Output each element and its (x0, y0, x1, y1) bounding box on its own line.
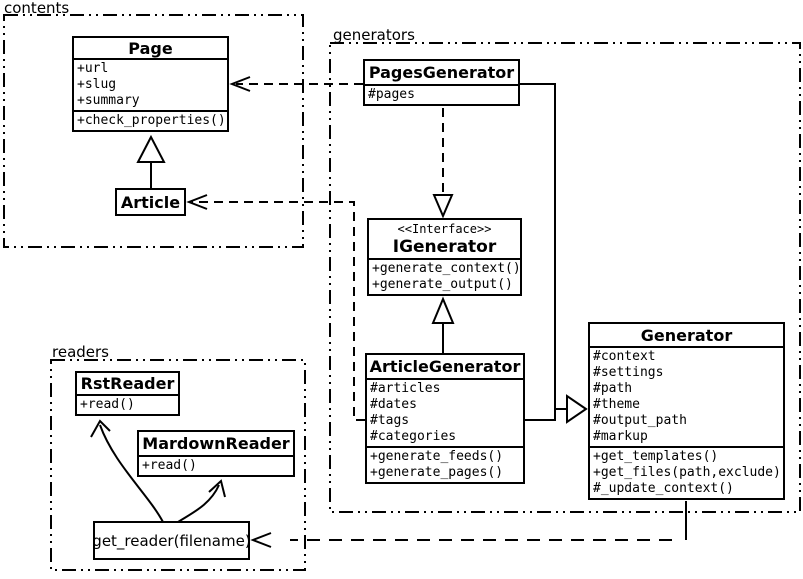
articlegenerator-methods: +generate_feeds() +generate_pages() (367, 448, 523, 482)
method: +generate_pages() (370, 465, 504, 480)
edge-generator-to-getreader-dependency (250, 501, 687, 548)
attribute: #context (593, 349, 656, 364)
generator-methods: +get_templates() +get_files(path,exclude… (590, 448, 783, 498)
attribute: #markup (593, 429, 648, 444)
edge-getreader-to-rstreader (90, 419, 164, 523)
class-box-page: Page +url +slug +summary +check_properti… (72, 36, 229, 132)
class-title-page: Page (74, 38, 227, 60)
articlegenerator-attributes: #articles #dates #tags #categories (367, 380, 523, 448)
package-generators-border (329, 42, 801, 513)
attribute: #output_path (593, 413, 687, 428)
package-readers-border (50, 359, 306, 571)
method: #_update_context() (593, 481, 734, 496)
class-title-mardownreader: MardownReader (139, 432, 293, 457)
method: +generate_feeds() (370, 449, 504, 464)
class-title-rstreader: RstReader (77, 373, 178, 396)
function-box-get-reader: get_reader(filename) (92, 521, 251, 560)
attribute: +url (77, 61, 109, 76)
method: +generate_context() (372, 261, 521, 276)
attribute: +slug (77, 77, 117, 92)
class-title-igenerator: IGenerator (392, 236, 497, 257)
class-box-mardownreader: MardownReader +read() (137, 430, 295, 477)
class-box-article: Article (115, 188, 186, 216)
page-attributes: +url +slug +summary (74, 60, 227, 112)
generator-attributes: #context #settings #path #theme #output_… (590, 348, 783, 448)
attribute: #tags (370, 413, 410, 428)
method: +get_files(path,exclude) (593, 465, 781, 480)
class-box-igenerator: <<Interface>> IGenerator +generate_conte… (367, 218, 522, 296)
method: +get_templates() (593, 449, 719, 464)
class-title-article: Article (120, 192, 181, 212)
method: +generate_output() (372, 277, 513, 292)
igenerator-header: <<Interface>> IGenerator (369, 220, 520, 260)
edge-getreader-to-mardownreader (177, 479, 226, 523)
class-title-generator: Generator (590, 324, 783, 348)
attribute: #articles (370, 381, 441, 396)
edge-articlegenerator-to-igenerator-generalization (431, 296, 455, 353)
page-methods: +check_properties() (74, 112, 227, 130)
attribute: #theme (593, 397, 640, 412)
attribute: #pages (368, 87, 415, 102)
attribute: #categories (370, 429, 457, 444)
class-title-articlegenerator: ArticleGenerator (367, 355, 523, 380)
igenerator-methods: +generate_context() +generate_output() (369, 260, 521, 294)
attribute: #path (593, 381, 633, 396)
edge-article-to-page-generalization (136, 134, 166, 188)
pagesgenerator-attributes: #pages (365, 86, 518, 104)
attribute: #dates (370, 397, 417, 412)
package-contents-border (3, 14, 304, 248)
interface-stereotype: <<Interface>> (397, 221, 492, 236)
class-box-rstreader: RstReader +read() (75, 371, 180, 416)
package-label-contents: contents (4, 0, 70, 17)
method: +read() (142, 458, 197, 473)
class-box-pagesgenerator: PagesGenerator #pages (363, 59, 520, 106)
edge-articlegenerator-to-article-dependency (186, 194, 365, 421)
method: +check_properties() (77, 113, 226, 128)
class-box-articlegenerator: ArticleGenerator #articles #dates #tags … (365, 353, 525, 484)
edge-pagesgenerator-to-page-dependency (229, 76, 363, 92)
class-box-generator: Generator #context #settings #path #them… (588, 322, 785, 500)
mardownreader-methods: +read() (139, 457, 293, 475)
edge-pagesgenerator-to-igenerator-realization (432, 108, 454, 219)
package-label-generators: generators (333, 26, 415, 44)
package-label-readers: readers (52, 343, 109, 361)
get-reader-label: get_reader(filename) (92, 531, 251, 550)
attribute: +summary (77, 93, 140, 108)
edge-generators-to-generator-generalization (520, 83, 588, 424)
method: +read() (80, 397, 135, 412)
class-title-pagesgenerator: PagesGenerator (365, 61, 518, 86)
attribute: #settings (593, 365, 664, 380)
rstreader-methods: +read() (77, 396, 178, 414)
